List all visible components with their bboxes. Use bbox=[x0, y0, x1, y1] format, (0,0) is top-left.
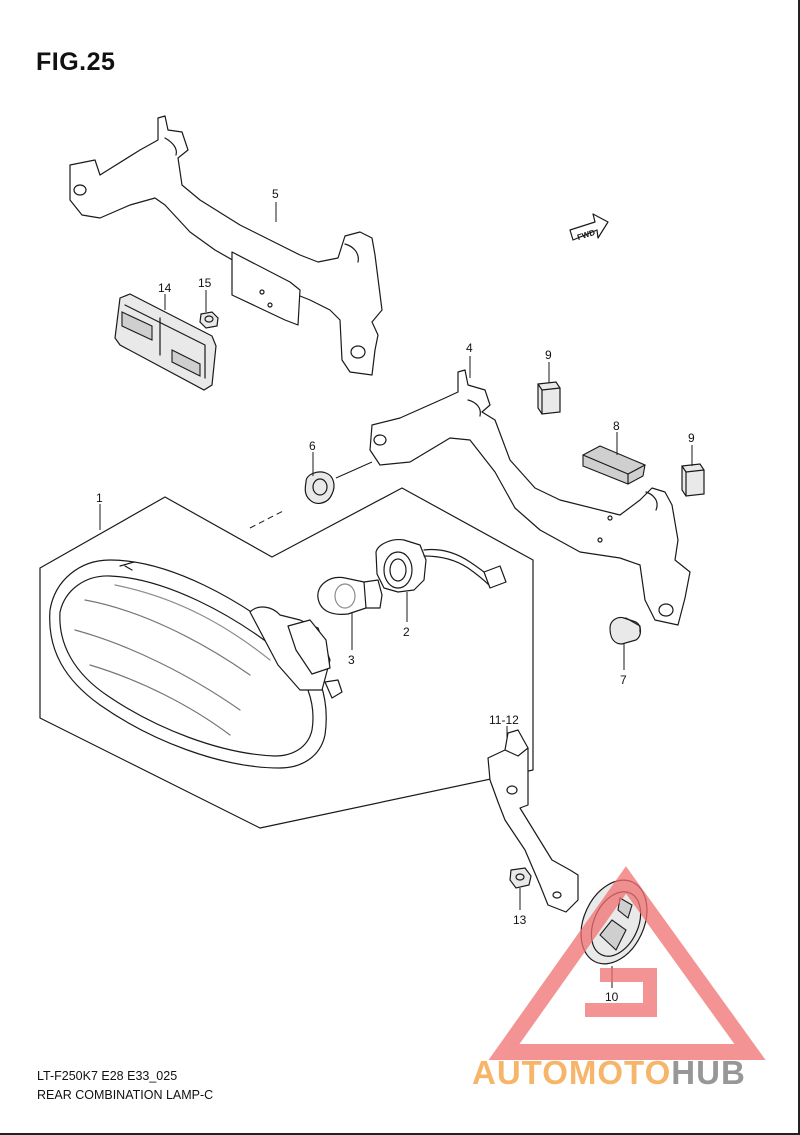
part-8-cushion[interactable] bbox=[582, 445, 646, 485]
callout-13: 13 bbox=[513, 913, 527, 927]
part-6-grommet[interactable] bbox=[304, 471, 335, 504]
part-15-nut[interactable] bbox=[199, 311, 219, 329]
part-10-round-reflector[interactable] bbox=[568, 869, 660, 974]
callout-5: 5 bbox=[272, 187, 279, 201]
assembly-line bbox=[335, 461, 373, 479]
figure-footer: LT-F250K7 E28 E33_025 REAR COMBINATION L… bbox=[37, 1067, 213, 1105]
part-5-upper-bracket[interactable] bbox=[69, 115, 383, 376]
part-7-bolt[interactable] bbox=[609, 616, 642, 645]
callout-4: 4 bbox=[466, 341, 473, 355]
part-14-reflector[interactable] bbox=[114, 293, 217, 391]
part-2-socket[interactable] bbox=[375, 539, 507, 593]
assembly-line bbox=[249, 509, 286, 529]
figure-caption: REAR COMBINATION LAMP-C bbox=[37, 1088, 214, 1102]
part-13-nut[interactable] bbox=[509, 867, 532, 889]
callout-6: 6 bbox=[309, 439, 316, 453]
fwd-arrow-icon: FWD bbox=[569, 213, 609, 242]
part-9-clip-upper[interactable] bbox=[537, 381, 561, 415]
callout-9-lower: 9 bbox=[688, 431, 695, 445]
part-1-lamp-housing[interactable] bbox=[49, 559, 343, 769]
callout-14: 14 bbox=[158, 281, 172, 295]
callout-11-12: 11-12 bbox=[489, 713, 519, 727]
part-3-bulb[interactable] bbox=[317, 576, 383, 615]
callout-10: 10 bbox=[605, 990, 619, 1004]
figure-code: LT-F250K7 E28 E33_025 bbox=[37, 1069, 178, 1083]
callout-15: 15 bbox=[198, 276, 212, 290]
callout-7: 7 bbox=[620, 673, 627, 687]
part-4-lower-bracket[interactable] bbox=[369, 369, 691, 626]
callout-9-upper: 9 bbox=[545, 348, 552, 362]
part-1-group-outline bbox=[39, 487, 534, 829]
figure-title: FIG.25 bbox=[36, 48, 116, 76]
callout-8: 8 bbox=[613, 419, 620, 433]
callout-3: 3 bbox=[348, 653, 355, 667]
part-9-clip-lower[interactable] bbox=[681, 463, 705, 497]
callout-1: 1 bbox=[96, 491, 103, 505]
callout-2: 2 bbox=[403, 625, 410, 639]
